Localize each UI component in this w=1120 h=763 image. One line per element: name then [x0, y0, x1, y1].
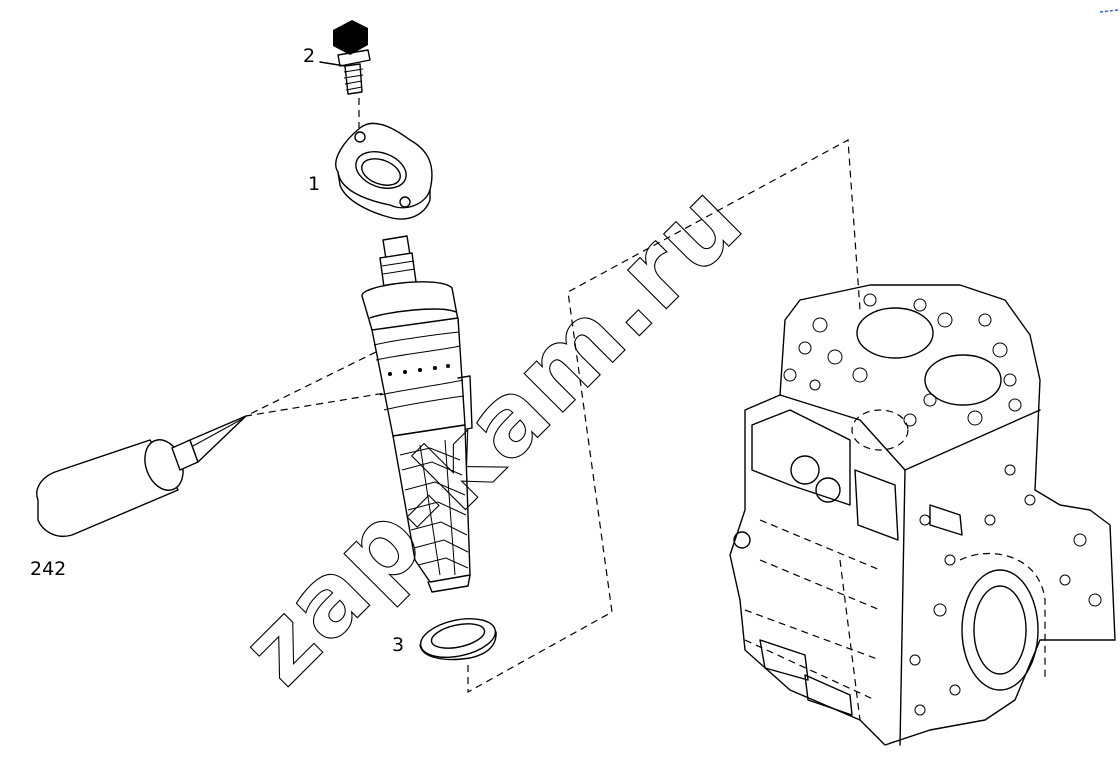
- callout-flange: 1: [308, 173, 320, 195]
- callout-sealant: 242: [30, 558, 66, 580]
- seal-ring: [419, 618, 497, 661]
- fuel-injector: [361, 235, 473, 593]
- flange: [335, 122, 433, 220]
- sealant-tube: [36, 415, 247, 537]
- bolt: [319, 20, 371, 95]
- callout-seal-ring: 3: [392, 634, 404, 656]
- callout-bolt: 2: [303, 45, 315, 67]
- engine-block: [729, 284, 1116, 746]
- corner-mark: [1099, 9, 1119, 13]
